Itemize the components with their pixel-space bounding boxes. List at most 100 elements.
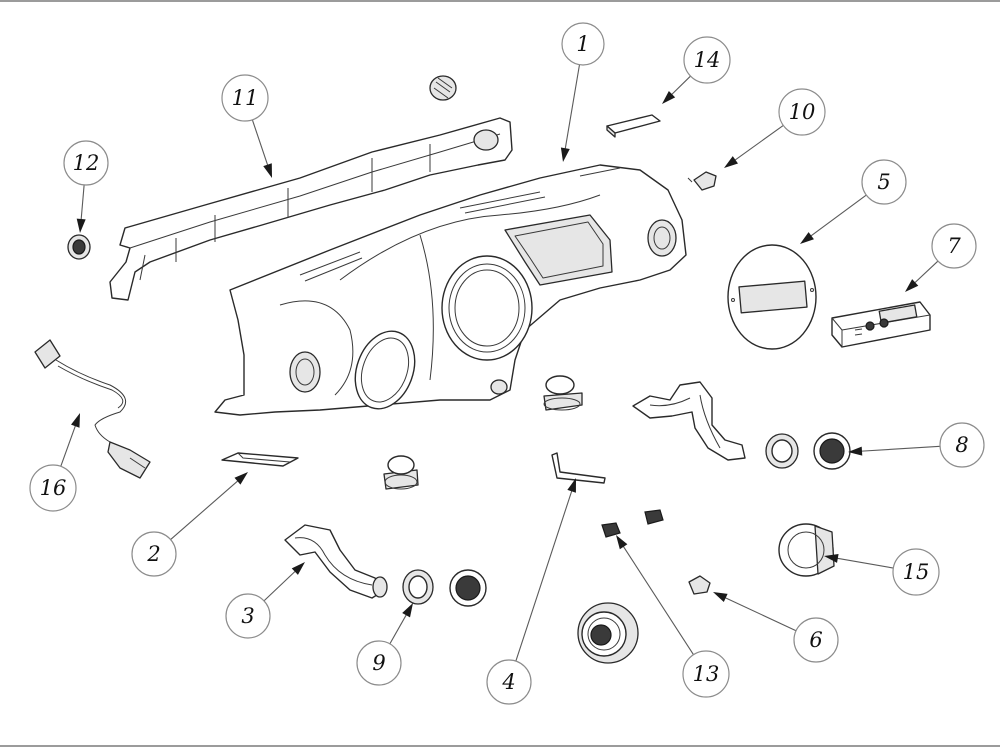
arrowhead-10 bbox=[724, 156, 738, 168]
callout-8: 8 bbox=[939, 422, 985, 468]
part-11-upper-trim-panel bbox=[109, 117, 513, 301]
callout-number-10: 10 bbox=[789, 100, 816, 124]
leader-line-7 bbox=[911, 260, 939, 286]
callout-number-2: 2 bbox=[146, 542, 160, 566]
callout-circle-1 bbox=[561, 22, 605, 66]
callout-9: 9 bbox=[356, 640, 402, 686]
callout-14: 14 bbox=[683, 36, 731, 84]
arrowhead-9 bbox=[402, 603, 413, 618]
callout-15: 15 bbox=[892, 548, 940, 596]
leader-line-10 bbox=[731, 124, 784, 163]
callout-6: 6 bbox=[793, 617, 839, 663]
leader-line-4 bbox=[515, 487, 574, 662]
part-15-speaker bbox=[778, 523, 835, 577]
arrowhead-4 bbox=[567, 478, 576, 493]
leader-lines bbox=[60, 64, 941, 662]
arrowhead-2 bbox=[234, 472, 248, 485]
arrowhead-8 bbox=[848, 446, 863, 456]
callout-number-15: 15 bbox=[903, 560, 930, 584]
leader-line-6 bbox=[721, 595, 797, 632]
callout-13: 13 bbox=[682, 650, 730, 698]
leader-line-14 bbox=[668, 75, 691, 98]
callout-circle-6 bbox=[793, 617, 839, 663]
part-4-bracket bbox=[551, 452, 606, 484]
callout-circle-16 bbox=[29, 464, 77, 512]
grommet-center bbox=[543, 375, 583, 411]
callout-11: 11 bbox=[221, 74, 269, 122]
callout-16: 16 bbox=[29, 464, 77, 512]
callout-number-11: 11 bbox=[232, 86, 259, 110]
leader-line-2 bbox=[170, 478, 241, 540]
leader-line-1 bbox=[564, 64, 581, 153]
callout-number-8: 8 bbox=[955, 433, 968, 457]
callout-circle-8 bbox=[939, 422, 985, 468]
callout-number-12: 12 bbox=[73, 151, 100, 175]
callout-number-14: 14 bbox=[694, 48, 721, 72]
callout-circle-12 bbox=[63, 140, 109, 186]
callout-circle-2 bbox=[131, 531, 177, 577]
part-12-knob bbox=[67, 234, 91, 260]
arrowhead-12 bbox=[76, 218, 86, 233]
part-8-duct-vents bbox=[632, 381, 851, 470]
part-1-dashboard-body bbox=[214, 164, 687, 416]
leader-line-12 bbox=[80, 184, 85, 224]
callout-7: 7 bbox=[931, 223, 977, 269]
arrowhead-14 bbox=[662, 90, 676, 104]
arrowhead-15 bbox=[824, 553, 839, 563]
callout-number-4: 4 bbox=[501, 670, 515, 694]
callout-5: 5 bbox=[861, 159, 907, 205]
callout-number-9: 9 bbox=[372, 651, 385, 675]
leader-line-8 bbox=[857, 445, 941, 452]
callout-12: 12 bbox=[63, 140, 109, 186]
leader-line-16 bbox=[60, 422, 78, 467]
arrowhead-7 bbox=[905, 279, 919, 292]
part-3-duct-hose bbox=[284, 524, 388, 599]
arrowhead-11 bbox=[263, 163, 272, 178]
arrowhead-5 bbox=[800, 232, 814, 244]
callout-1: 1 bbox=[561, 22, 605, 66]
callout-2: 2 bbox=[131, 531, 177, 577]
part-16-cable bbox=[34, 339, 151, 479]
leader-line-11 bbox=[251, 119, 270, 169]
callout-number-13: 13 bbox=[693, 662, 720, 686]
part-14-pad bbox=[606, 114, 661, 138]
part-5-cover-plate bbox=[727, 244, 817, 350]
callout-number-5: 5 bbox=[877, 170, 890, 194]
callout-number-16: 16 bbox=[40, 476, 67, 500]
arrowhead-16 bbox=[71, 413, 80, 428]
callout-circle-14 bbox=[683, 36, 731, 84]
callout-10: 10 bbox=[778, 88, 826, 136]
part-6-small-bulb bbox=[688, 575, 711, 595]
callout-number-1: 1 bbox=[576, 32, 589, 56]
part-2-plate bbox=[221, 452, 299, 467]
callout-circle-11 bbox=[221, 74, 269, 122]
leader-line-5 bbox=[807, 194, 867, 239]
callout-circle-5 bbox=[861, 159, 907, 205]
callout-number-6: 6 bbox=[809, 628, 822, 652]
callout-circle-15 bbox=[892, 548, 940, 596]
arrowhead-3 bbox=[291, 562, 305, 575]
part-13-switches bbox=[601, 509, 664, 538]
arrowhead-6 bbox=[713, 592, 728, 602]
callout-number-3: 3 bbox=[241, 604, 254, 628]
part-10-bulb bbox=[687, 171, 717, 191]
arrowhead-13 bbox=[616, 535, 628, 550]
leader-line-9 bbox=[389, 611, 409, 645]
leader-line-3 bbox=[263, 568, 299, 602]
callout-circle-4 bbox=[486, 659, 532, 705]
leader-line-15 bbox=[833, 557, 894, 569]
part-9-vent-rings bbox=[402, 569, 487, 607]
callout-circle-13 bbox=[682, 650, 730, 698]
callout-circle-7 bbox=[931, 223, 977, 269]
callout-circle-9 bbox=[356, 640, 402, 686]
part-7-radio-unit bbox=[831, 301, 931, 348]
callout-4: 4 bbox=[486, 659, 532, 705]
callout-circle-3 bbox=[225, 593, 271, 639]
callout-circle-10 bbox=[778, 88, 826, 136]
vent-grille bbox=[429, 75, 457, 101]
arrowhead-1 bbox=[560, 147, 570, 162]
callout-3: 3 bbox=[225, 593, 271, 639]
leader-line-13 bbox=[620, 543, 694, 655]
